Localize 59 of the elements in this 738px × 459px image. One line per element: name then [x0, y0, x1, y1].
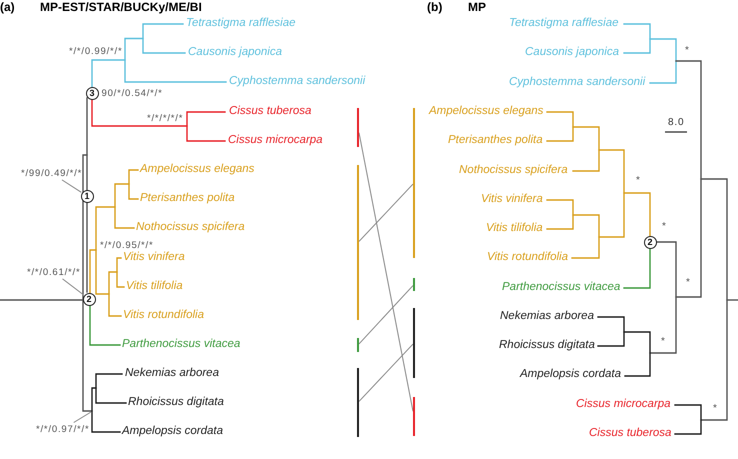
support-value: *: [661, 336, 665, 348]
taxon-name: Ampelopsis cordata: [520, 368, 621, 382]
support-value: *: [662, 221, 666, 233]
connector-line: [358, 344, 414, 402]
connector-line: [358, 184, 414, 242]
panel-label: (b): [427, 0, 442, 14]
taxon-name: Pterisanthes polita: [140, 192, 235, 206]
node-number-marker: 2: [644, 236, 656, 248]
taxon-name: Cissus microcarpa: [576, 398, 671, 412]
taxon-name: Causonis japonica: [188, 46, 282, 60]
taxon-name: Vitis tilifolia: [126, 280, 183, 294]
taxon-name: Ampelocissus elegans: [429, 105, 544, 119]
taxon-name: Nekemias arborea: [125, 367, 219, 381]
panel-title: MP: [468, 0, 486, 14]
support-value: *: [713, 403, 717, 415]
taxon-name: Causonis japonica: [525, 46, 619, 60]
panel-label: (a): [0, 0, 15, 14]
node-number-marker: 3: [86, 86, 98, 100]
taxon-name: Rhoicissus digitata: [499, 339, 595, 353]
support-value: */*/0.99/*/*: [69, 46, 122, 57]
panel-title: MP-EST/STAR/BUCKy/ME/BI: [40, 0, 202, 14]
taxon-name: Cissus tuberosa: [229, 105, 312, 119]
support-value: *: [685, 45, 689, 57]
scale-label: 8.0: [668, 117, 684, 129]
leader-line: [62, 278, 84, 296]
taxon-name: Nekemias arborea: [500, 310, 594, 324]
taxon-name: Vitis rotundifolia: [123, 309, 204, 323]
taxon-name: Nothocissus spicifera: [459, 164, 568, 178]
support-value: */*/0.97/*/*: [36, 422, 90, 436]
support-value: */*/0.95/*/*: [100, 240, 154, 251]
taxon-name: Rhoicissus digitata: [128, 396, 224, 410]
node-number-marker: 2: [82, 292, 96, 306]
taxon-name: Cyphostemma sandersonii: [229, 75, 366, 89]
taxon-name: Ampelocissus elegans: [140, 163, 254, 177]
taxon-name: Vitis vinifera: [481, 193, 543, 207]
connector-line: [358, 285, 414, 344]
taxon-name: Cissus microcarpa: [228, 134, 323, 148]
taxon-name: Vitis tilifolia: [486, 222, 543, 236]
support-value: */99/0.49/*/*: [21, 166, 82, 180]
leader-line: [73, 412, 92, 423]
support-value: */*/*/*/*: [147, 112, 184, 124]
support-value: *: [636, 175, 640, 187]
taxon-name: Tetrastigma rafflesiae: [509, 17, 619, 31]
support-value: 90/*/0.54/*/*: [102, 88, 163, 99]
taxon-name: Vitis rotundifolia: [487, 251, 568, 265]
node-number-marker: 1: [80, 190, 94, 202]
taxon-name: Parthenocissus vitacea: [122, 338, 240, 352]
leader-line: [61, 179, 82, 193]
taxon-name: Vitis vinifera: [123, 251, 185, 265]
taxon-name: Cyphostemma sandersonii: [509, 76, 646, 90]
taxon-name: Ampelopsis cordata: [122, 425, 223, 439]
taxon-name: Cissus tuberosa: [589, 427, 672, 441]
taxon-name: Pterisanthes polita: [448, 134, 543, 148]
taxon-name: Parthenocissus vitacea: [502, 281, 620, 295]
taxon-name: Nothocissus spicifera: [136, 221, 245, 235]
connector-line: [358, 132, 414, 412]
support-value: */*/0.61/*/*: [27, 266, 80, 279]
taxon-name: Tetrastigma rafflesiae: [186, 17, 296, 31]
support-value: *: [686, 277, 690, 289]
